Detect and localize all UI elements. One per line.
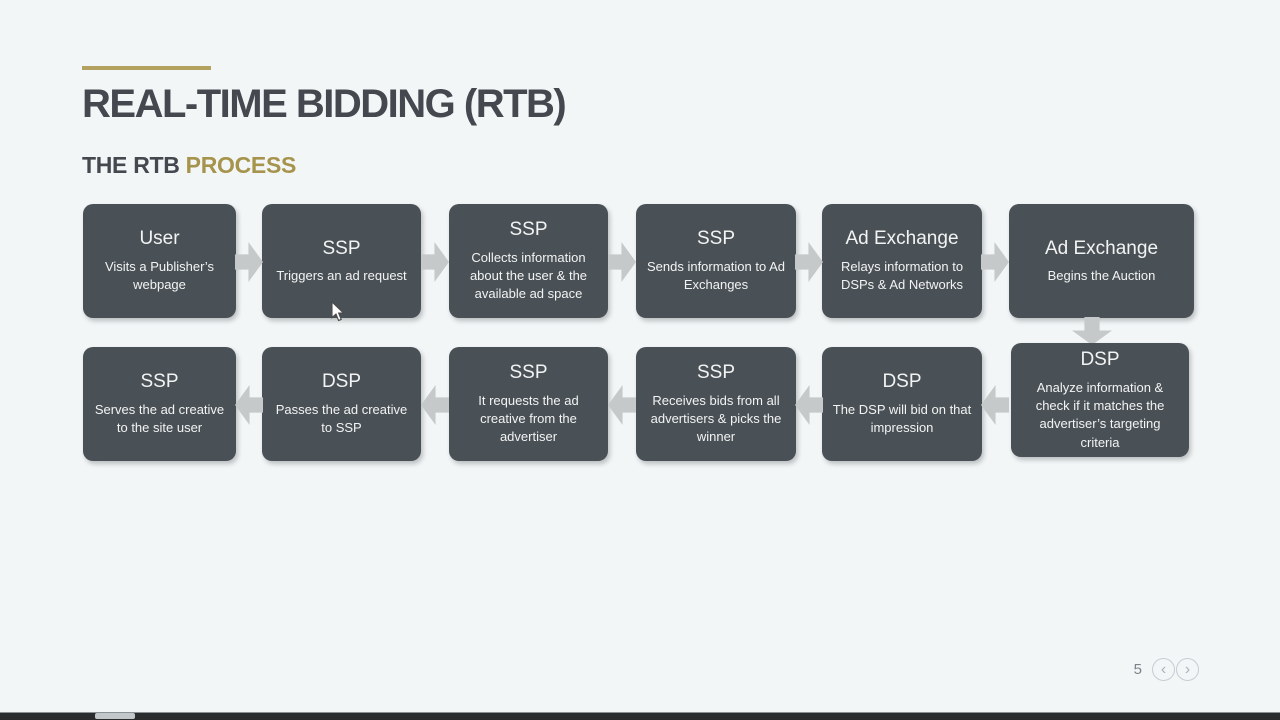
flow-arrow-down-icon bbox=[1072, 317, 1112, 345]
process-step-dsp-bid: DSP The DSP will bid on that impression bbox=[822, 347, 982, 461]
step-desc: Passes the ad creative to SSP bbox=[275, 402, 408, 436]
process-step-ssp-receive-bids: SSP Receives bids from all advertisers &… bbox=[636, 347, 796, 461]
process-step-ssp-trigger: SSP Triggers an ad request bbox=[262, 204, 421, 318]
process-step-adexchange-auction: Ad Exchange Begins the Auction bbox=[1009, 204, 1194, 318]
subtitle-accent: PROCESS bbox=[185, 152, 297, 178]
process-step-ssp-serve: SSP Serves the ad creative to the site u… bbox=[83, 347, 236, 461]
flow-arrow-left-icon bbox=[608, 385, 636, 425]
process-step-dsp-analyze: DSP Analyze information & check if it ma… bbox=[1011, 343, 1189, 457]
page-number: 5 bbox=[1133, 661, 1142, 678]
step-desc: Sends information to Ad Exchanges bbox=[646, 259, 786, 293]
step-title: DSP bbox=[882, 371, 922, 393]
next-slide-button[interactable]: › bbox=[1176, 658, 1199, 681]
step-desc: Serves the ad creative to the site user bbox=[94, 402, 225, 436]
step-title: DSP bbox=[321, 371, 362, 393]
process-step-user: User Visits a Publisher’s webpage bbox=[83, 204, 236, 318]
subtitle-prefix: THE RTB bbox=[82, 152, 180, 178]
flow-arrow-left-icon bbox=[421, 385, 449, 425]
process-step-adexchange-relay: Ad Exchange Relays information to DSPs &… bbox=[822, 204, 982, 318]
step-desc: Analyze information & check if it matche… bbox=[1035, 380, 1165, 450]
flow-arrow-right-icon bbox=[235, 242, 263, 282]
progress-bar-handle[interactable] bbox=[95, 713, 135, 719]
slide-title: REAL-TIME BIDDING (RTB) bbox=[82, 82, 567, 126]
step-desc: Relays information to DSPs & Ad Networks bbox=[840, 259, 964, 293]
flow-arrow-left-icon bbox=[981, 385, 1009, 425]
flow-arrow-left-icon bbox=[235, 385, 263, 425]
step-desc: Collects information about the user & th… bbox=[469, 250, 588, 302]
process-step-dsp-pass: DSP Passes the ad creative to SSP bbox=[262, 347, 421, 461]
mouse-cursor bbox=[331, 301, 345, 322]
flow-arrow-right-icon bbox=[421, 242, 449, 282]
step-desc: Triggers an ad request bbox=[276, 268, 407, 284]
process-step-ssp-request: SSP It requests the ad creative from the… bbox=[449, 347, 608, 461]
step-title: SSP bbox=[696, 228, 736, 250]
step-title: SSP bbox=[322, 237, 361, 259]
step-desc: Receives bids from all advertisers & pic… bbox=[650, 393, 782, 445]
step-title: Ad Exchange bbox=[1044, 237, 1159, 259]
step-title: Ad Exchange bbox=[845, 228, 959, 250]
process-step-ssp-send: SSP Sends information to Ad Exchanges bbox=[636, 204, 796, 318]
step-title: DSP bbox=[1080, 349, 1120, 371]
step-desc: The DSP will bid on that impression bbox=[832, 402, 972, 436]
flow-arrow-left-icon bbox=[795, 385, 823, 425]
flow-arrow-right-icon bbox=[795, 242, 823, 282]
step-desc: Begins the Auction bbox=[1047, 268, 1156, 284]
step-title: SSP bbox=[696, 362, 736, 384]
step-desc: Visits a Publisher’s webpage bbox=[104, 259, 215, 293]
flow-arrow-right-icon bbox=[608, 242, 636, 282]
step-title: SSP bbox=[509, 362, 548, 384]
title-accent-line bbox=[82, 66, 211, 70]
step-desc: It requests the ad creative from the adv… bbox=[478, 393, 579, 445]
prev-slide-button[interactable]: ‹ bbox=[1152, 658, 1175, 681]
slide-subtitle: THE RTB PROCESS bbox=[82, 152, 296, 179]
step-title: SSP bbox=[509, 219, 548, 241]
flow-arrow-right-icon bbox=[981, 242, 1009, 282]
step-title: User bbox=[139, 228, 180, 250]
step-title: SSP bbox=[140, 371, 179, 393]
progress-bar[interactable] bbox=[0, 712, 1280, 720]
process-step-ssp-collect: SSP Collects information about the user … bbox=[449, 204, 608, 318]
